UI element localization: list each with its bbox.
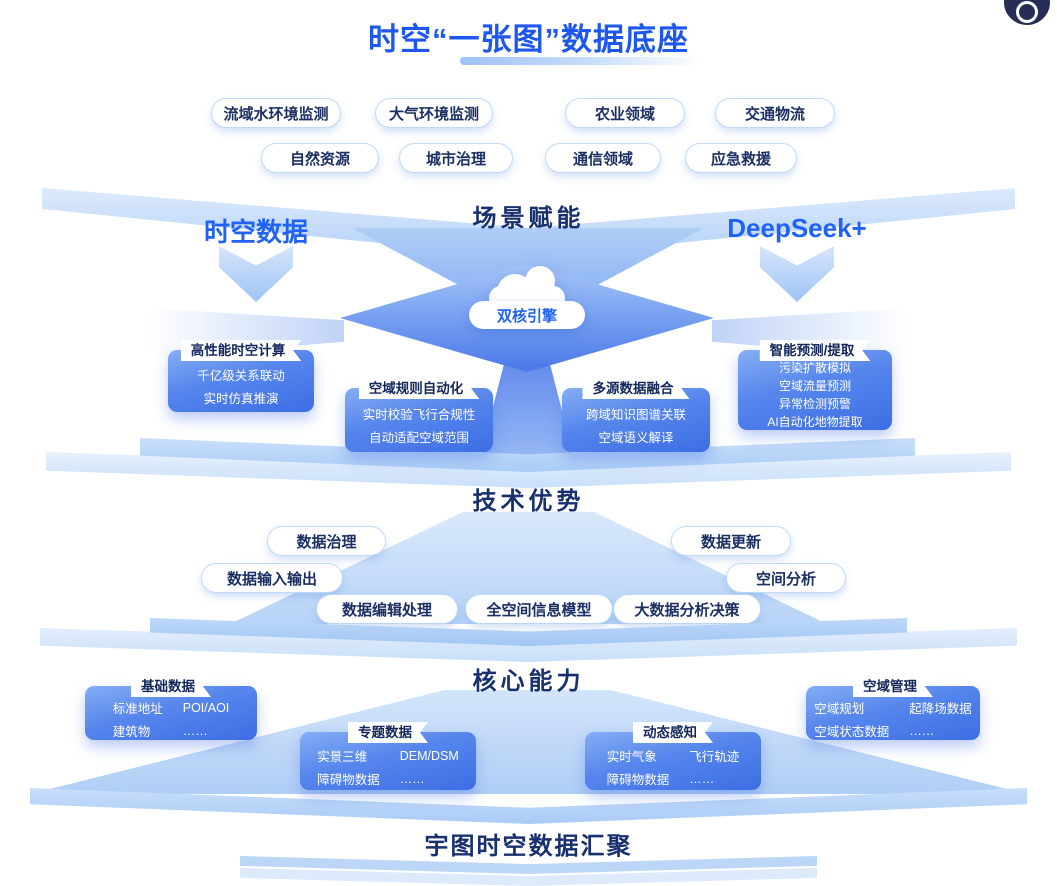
title-underline — [460, 57, 700, 65]
bottom-chevron-2 — [240, 868, 817, 886]
tech-card-line: 自动适配空域范围 — [368, 430, 469, 445]
scene-pill-label: 流域水环境监测 — [223, 105, 329, 123]
tech-card-line: 跨域知识图谱关联 — [585, 407, 686, 422]
tech-layer-label: 技术优势 — [472, 488, 585, 515]
capability-pill-label: 数据编辑处理 — [341, 601, 432, 619]
scene-pill-label: 通信领域 — [572, 150, 633, 168]
core-layer-label: 核心能力 — [472, 668, 585, 695]
left-flow-arrow-icon — [219, 246, 293, 302]
data-card-cell: 建筑物 — [112, 725, 151, 739]
data-card-cell: 标准地址 — [112, 702, 163, 716]
tech-card-title: 智能预测/提取 — [760, 340, 871, 361]
data-card-cell: …… — [909, 723, 935, 738]
tech-card-data-fusion: 多源数据融合 跨域知识图谱关联 空域语义解译 — [562, 378, 710, 452]
data-card-cell: DEM/DSM — [399, 748, 459, 763]
data-card-cell: 实时气象 — [606, 750, 657, 764]
data-card-cell: 空域状态数据 — [814, 725, 890, 739]
left-input-label: 时空数据 — [203, 217, 308, 247]
scene-pill-agriculture: 农业领域 — [566, 99, 684, 127]
capability-pill-bigdata-decision: 大数据分析决策 — [614, 595, 760, 623]
scene-pill-telecom: 通信领域 — [546, 144, 660, 172]
data-card-cell: 飞行轨迹 — [689, 750, 740, 764]
tech-card-line: 污染扩散模拟 — [778, 361, 851, 375]
data-card-base: 基础数据 标准地址 POI/AOI 建筑物 …… — [85, 676, 257, 740]
capability-pill-spatial-analysis: 空间分析 — [727, 564, 845, 592]
widget-glyph-icon — [1016, 1, 1038, 23]
data-card-cell: 障碍物数据 — [606, 773, 670, 787]
tech-card-line: 异常检测预警 — [778, 397, 851, 411]
data-card-title: 基础数据 — [131, 676, 211, 697]
data-card-cell: 实景三维 — [317, 750, 368, 764]
scene-pill-label: 农业领域 — [594, 105, 655, 123]
data-card-cell: …… — [399, 771, 425, 786]
data-card-body: 空域规划 起降场数据 空域状态数据 …… — [806, 686, 980, 740]
data-card-cell: 起降场数据 — [909, 702, 972, 716]
tech-card-line: AI自动化地物提取 — [767, 415, 863, 429]
data-card-title: 空域管理 — [853, 676, 933, 697]
capability-pill-label: 大数据分析决策 — [634, 601, 740, 619]
capability-pill-editing: 数据编辑处理 — [317, 595, 457, 623]
engine-badge: 双核引擎 — [469, 301, 585, 329]
page-title: 时空“一张图”数据底座 — [368, 22, 689, 57]
data-card-airspace-mgmt: 空域管理 空域规划 起降场数据 空域状态数据 …… — [806, 676, 980, 740]
tech-card-body: 污染扩散模拟 空域流量预测 异常检测预警 AI自动化地物提取 — [738, 350, 892, 430]
right-input-label: DeepSeek+ — [727, 213, 867, 243]
aggregation-label: 宇图时空数据汇聚 — [424, 833, 633, 860]
data-card-dynamic-sensing: 动态感知 实时气象 飞行轨迹 障碍物数据 …… — [585, 722, 761, 790]
tech-card-ai-prediction: 智能预测/提取 污染扩散模拟 空域流量预测 异常检测预警 AI自动化地物提取 — [738, 340, 892, 430]
tech-card-title: 高性能时空计算 — [181, 340, 302, 361]
scene-pill-label: 自然资源 — [289, 150, 350, 168]
data-card-title: 动态感知 — [633, 722, 713, 743]
capability-pill-governance: 数据治理 — [268, 527, 385, 555]
tech-card-line: 实时仿真推演 — [203, 391, 279, 406]
tech-card-line: 千亿级关系联动 — [197, 368, 285, 383]
scene-pill-label: 大气环境监测 — [388, 105, 479, 123]
scene-pill-logistics: 交通物流 — [716, 99, 834, 127]
scene-pill-urban-governance: 城市治理 — [400, 144, 512, 172]
data-card-cell: …… — [182, 723, 208, 738]
tech-card-line: 实时校验飞行合规性 — [362, 407, 476, 422]
data-card-cell: …… — [689, 771, 715, 786]
tech-card-compute: 高性能时空计算 千亿级关系联动 实时仿真推演 — [168, 340, 314, 412]
capability-pill-update: 数据更新 — [672, 527, 790, 555]
scene-pill-natural-resources: 自然资源 — [262, 144, 378, 172]
tech-card-airspace-rules: 空域规则自动化 实时校验飞行合规性 自动适配空域范围 — [345, 378, 493, 452]
scene-pill-label: 应急救援 — [710, 150, 771, 168]
scene-pill-label: 交通物流 — [744, 105, 805, 123]
data-card-thematic: 专题数据 实景三维 DEM/DSM 障碍物数据 …… — [300, 722, 476, 790]
scene-layer-label: 场景赋能 — [472, 205, 585, 232]
tech-card-line: 空域流量预测 — [778, 379, 851, 393]
capability-pill-label: 数据治理 — [296, 533, 357, 551]
capability-pill-label: 空间分析 — [755, 570, 816, 588]
capability-pill-io: 数据输入输出 — [202, 564, 342, 592]
tech-card-line: 空域语义解译 — [598, 430, 674, 445]
tech-card-title: 空域规则自动化 — [359, 378, 480, 399]
scene-pill-emergency: 应急救援 — [686, 144, 796, 172]
scene-pill-watershed: 流域水环境监测 — [212, 99, 340, 127]
bottom-chevron-1 — [240, 856, 817, 874]
diamond-funnel — [479, 364, 575, 462]
scene-pill-atmosphere: 大气环境监测 — [376, 99, 492, 127]
capability-pill-label: 数据输入输出 — [226, 570, 317, 588]
capability-pill-label: 数据更新 — [700, 533, 761, 551]
capability-pill-label: 全空间信息模型 — [486, 601, 592, 619]
capability-pill-full-space-model: 全空间信息模型 — [466, 595, 612, 623]
right-flow-arrow-icon — [760, 246, 834, 302]
data-card-title: 专题数据 — [348, 722, 428, 743]
tech-card-title: 多源数据融合 — [583, 378, 690, 399]
scene-pill-label: 城市治理 — [425, 150, 486, 168]
data-card-cell: 障碍物数据 — [317, 773, 380, 787]
data-card-cell: POI/AOI — [182, 700, 230, 715]
data-card-cell: 空域规划 — [814, 702, 865, 716]
